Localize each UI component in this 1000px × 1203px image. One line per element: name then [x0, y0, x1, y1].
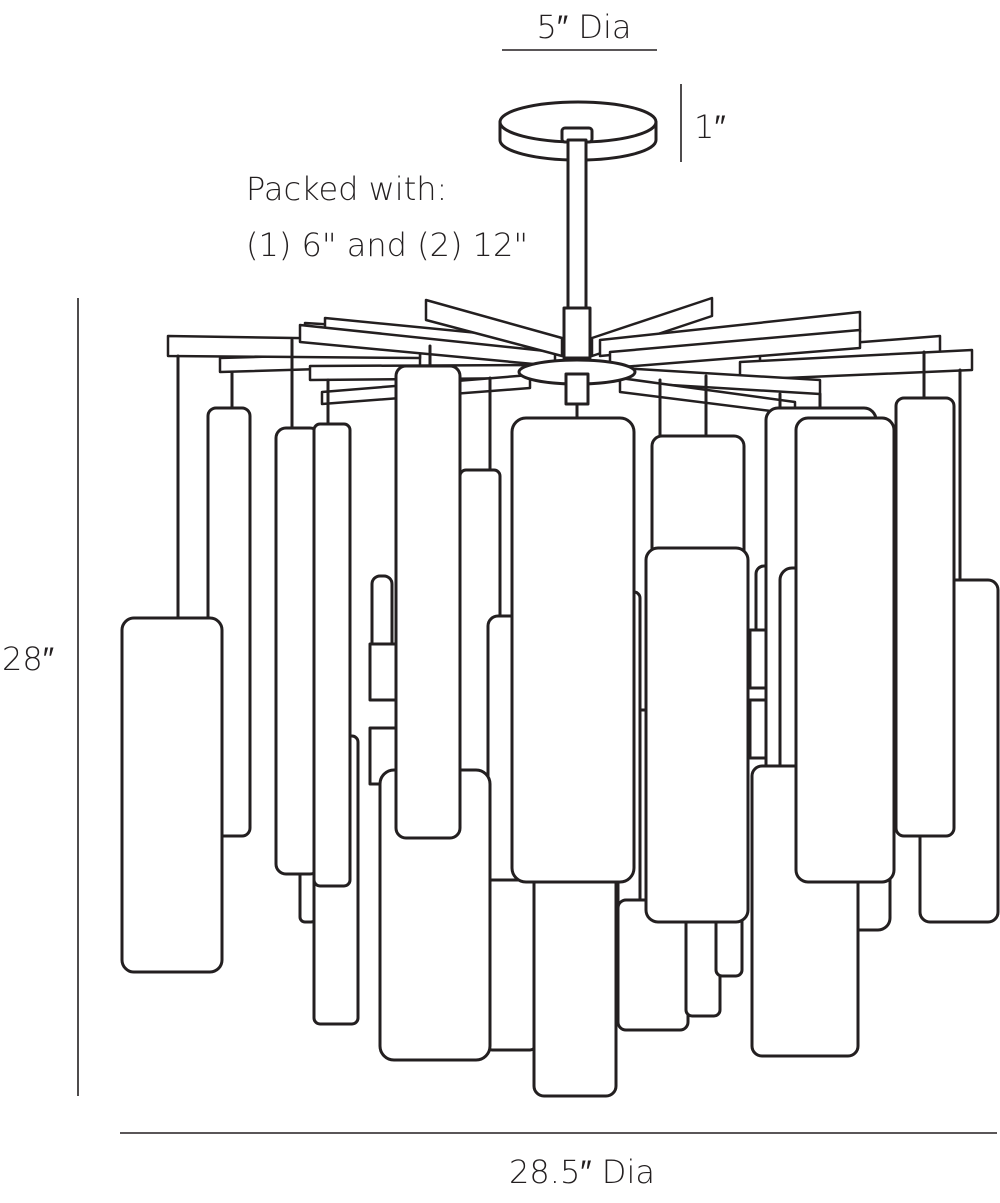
glass-pane [394, 364, 462, 840]
dimension-canopy-diameter: 5″ Dia [502, 8, 657, 51]
glass-pane [484, 878, 538, 1052]
overall-diameter-label: 28.5″ Dia [509, 1153, 655, 1191]
overall-height-label: 28″ [2, 640, 54, 678]
glass-pane [532, 864, 618, 1098]
glass-pane [120, 616, 224, 974]
stem [560, 126, 594, 360]
glass-pane [894, 396, 956, 838]
canopy-height-label: 1″ [694, 108, 726, 146]
dimension-overall-height: 28″ [2, 298, 79, 1096]
canopy-diameter-label: 5″ Dia [537, 8, 632, 46]
dimension-canopy-height: 1″ [680, 84, 726, 162]
dimension-overall-diameter: 28.5″ Dia [120, 1132, 997, 1191]
glass-pane [368, 642, 400, 702]
glass-pane [312, 422, 352, 888]
packing-note: Packed with: (1) 6" and (2) 12" [246, 170, 528, 264]
packing-note-line2: (1) 6" and (2) 12" [246, 226, 528, 264]
packing-note-line1: Packed with: [246, 170, 447, 208]
glass-pane [510, 416, 636, 884]
glass-pane [794, 416, 896, 884]
glass-pane [644, 546, 750, 924]
glass-panes [120, 364, 1000, 1098]
